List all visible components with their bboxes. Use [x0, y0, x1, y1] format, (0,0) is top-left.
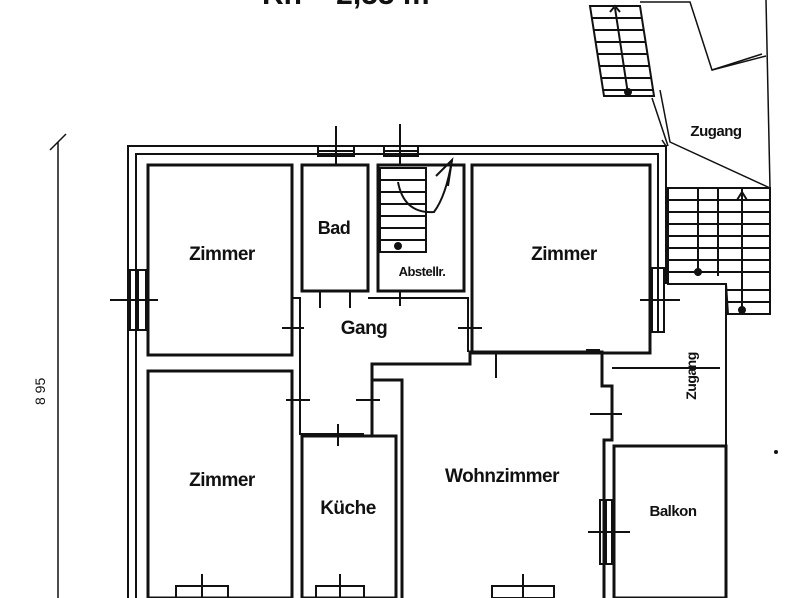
- room-label-zimmer-top-right: Zimmer: [531, 244, 598, 265]
- stairs-inner: [379, 157, 454, 253]
- dimension-line: [49, 133, 67, 598]
- room-walls: [146, 163, 728, 598]
- room-label-abstellraum: Abstellr.: [399, 264, 446, 279]
- room-label-gang: Gang: [341, 318, 388, 339]
- dimension-height-label: 8 95: [32, 378, 48, 405]
- gang-walls: [292, 297, 469, 435]
- room-label-balkon: Balkon: [649, 503, 696, 520]
- stairs-top: [588, 4, 656, 97]
- room-label-zugang-side: Zugang: [683, 352, 699, 400]
- room-label-kueche: Küche: [320, 498, 376, 519]
- zugang-top-walls: [640, 0, 771, 189]
- door-marks: [282, 290, 622, 446]
- room-label-bad: Bad: [318, 218, 351, 238]
- room-label-zimmer-top-left: Zimmer: [189, 244, 256, 265]
- room-label-zimmer-bottom-left: Zimmer: [189, 470, 256, 491]
- stairs-right: [667, 187, 771, 315]
- room-label-wohnzimmer: Wohnzimmer: [445, 466, 560, 487]
- windows: [110, 124, 680, 598]
- header-title: Rh = 2,55 m: [262, 0, 430, 11]
- stray-dot: [774, 450, 778, 454]
- room-label-zugang-top: Zugang: [690, 123, 741, 140]
